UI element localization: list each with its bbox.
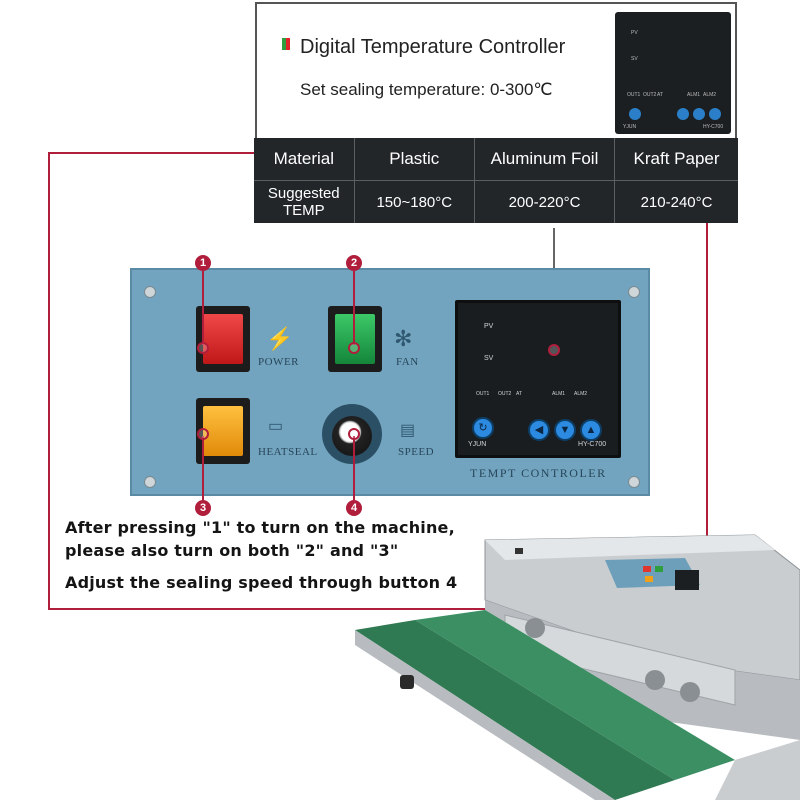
marker-1: 1 (195, 255, 211, 271)
instruction-line-1: After pressing "1" to turn on the machin… (65, 518, 455, 537)
left-arrow-button[interactable]: ◀ (528, 419, 550, 441)
table-cell: 200-220°C (474, 180, 616, 223)
table-header-cell: Material (254, 138, 355, 181)
brand-label: YJUN (468, 441, 487, 448)
mini-out1-label: OUT1 (627, 92, 641, 98)
mini-out2-label: OUT2 (643, 92, 657, 98)
connector-line (48, 152, 50, 610)
sealing-machine-image (355, 534, 800, 800)
marker-dot (197, 342, 209, 354)
table-cell: 210-240°C (640, 193, 713, 211)
connector-line (48, 152, 254, 154)
marker-line (202, 271, 204, 345)
power-switch[interactable] (196, 306, 250, 372)
table-header-cell: Aluminum Foil (474, 138, 616, 181)
table-cell: Suggested TEMP (254, 180, 355, 223)
sv-label: SV (484, 355, 494, 362)
mini-at-label: AT (657, 92, 664, 98)
control-panel: ⚡ POWER ✻ FAN ▭ HEATSEAL ▤ SPEED TEMPT C… (130, 268, 650, 496)
table-cell: 150~180°C (354, 180, 475, 223)
instruction-line-2: please also turn on both "2" and "3" (65, 541, 399, 560)
speed-label: SPEED (398, 446, 435, 458)
marker-line (202, 436, 204, 500)
controller-thumbnail: PV SV OUT1 OUT2 AT ALM1 ALM2 YJUN HY-C70… (615, 12, 731, 134)
mini-model-label: HY-C700 (703, 124, 724, 130)
connector-line (48, 608, 708, 610)
mini-down-button (693, 108, 705, 120)
mini-up-button (709, 108, 721, 120)
controller-label: TEMPT CONTROLER (470, 466, 607, 480)
mini-alm1-label: ALM1 (687, 92, 701, 98)
marker-line (353, 271, 355, 345)
table-header-cell: Plastic (354, 138, 475, 181)
mini-left-button (677, 108, 689, 120)
cycle-button[interactable]: ↻ (472, 417, 494, 439)
heatseal-switch[interactable] (196, 398, 250, 464)
screw-icon (144, 476, 156, 488)
heater-icon: ▭ (268, 418, 284, 435)
alm1-label: ALM1 (552, 391, 566, 397)
at-label: AT (516, 391, 523, 397)
speed-icon: ▤ (400, 422, 416, 439)
marker-dot (348, 428, 360, 440)
power-label: POWER (258, 356, 299, 368)
heatseal-switch-face (203, 406, 243, 456)
out1-label: OUT1 (476, 391, 490, 397)
power-switch-face (203, 314, 243, 364)
mini-alm2-label: ALM2 (703, 92, 717, 98)
down-arrow-button[interactable]: ▼ (554, 419, 576, 441)
mini-pv-label: PV (631, 30, 638, 36)
screw-icon (144, 286, 156, 298)
info-title: Digital Temperature Controller (300, 36, 566, 58)
controller-pointer-dot (548, 344, 560, 356)
flag-icon (282, 38, 290, 50)
table-header-cell: Kraft Paper (614, 138, 738, 181)
out2-label: OUT2 (498, 391, 512, 397)
heatseal-label: HEATSEAL (258, 446, 318, 458)
up-arrow-button[interactable]: ▲ (580, 419, 602, 441)
mini-sv-label: SV (631, 56, 638, 62)
marker-dot (348, 342, 360, 354)
fan-icon: ✻ (394, 326, 413, 351)
instruction-line-3: Adjust the sealing speed through button … (65, 573, 458, 592)
marker-4: 4 (346, 500, 362, 516)
screw-icon (628, 476, 640, 488)
fan-switch[interactable] (328, 306, 382, 372)
marker-2: 2 (346, 255, 362, 271)
model-label: HY-C700 (578, 441, 607, 448)
table-row: Suggested TEMP 150~180°C 200-220°C 210-2… (254, 180, 738, 223)
temperature-table: Material Plastic Aluminum Foil Kraft Pap… (254, 138, 738, 223)
mini-cycle-button (629, 108, 641, 120)
temperature-controller: PV SV OUT1 OUT2 AT ALM1 ALM2 ↻ ◀ ▼ ▲ YJU… (455, 300, 621, 458)
alm2-label: ALM2 (574, 391, 588, 397)
fan-switch-face (335, 314, 375, 364)
screw-icon (628, 286, 640, 298)
fan-label: FAN (396, 356, 419, 368)
marker-3: 3 (195, 500, 211, 516)
info-subtitle: Set sealing temperature: 0-300℃ (300, 80, 553, 99)
mini-brand-label: YJUN (623, 124, 637, 130)
marker-dot (197, 428, 209, 440)
lightning-icon: ⚡ (266, 326, 294, 351)
table-header-row: Material Plastic Aluminum Foil Kraft Pap… (254, 138, 738, 181)
pv-label: PV (484, 323, 494, 330)
connector-line (706, 222, 708, 610)
marker-line (353, 436, 355, 500)
